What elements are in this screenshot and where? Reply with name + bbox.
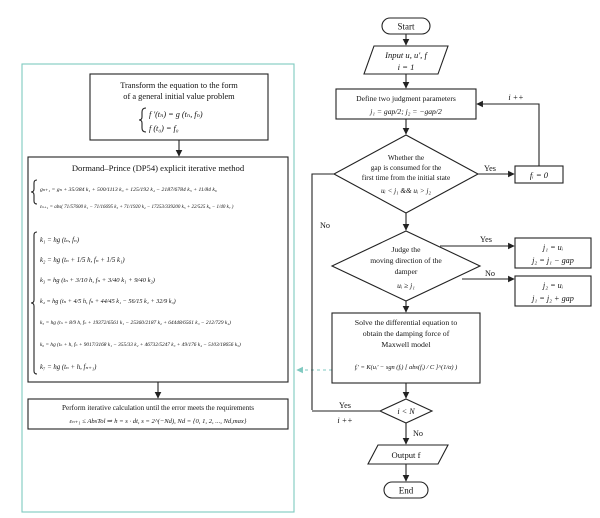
dp54-title: Dormand–Prince (DP54) explicit iterative…	[72, 163, 245, 173]
transform-line-1: Transform the equation to the form	[120, 81, 238, 90]
define-line-2: j₁ = gap/2; j₂ = −gap/2	[369, 107, 442, 116]
update-yes-line-1: j₁ = uᵢ	[542, 243, 563, 252]
f-zero-label: fᵢ = 0	[530, 170, 549, 180]
perform-text: Perform iterative calculation until the …	[62, 404, 254, 412]
input-line-2: i = 1	[398, 62, 415, 72]
k-equation-1: k₁ = hg (tₙ, fₙ)	[40, 237, 80, 244]
k-equation-6: k₆ = hg (tₙ + h, fₙ + 9017/3168 k₁ − 355…	[40, 341, 241, 348]
solve-line-2: obtain the damping force of	[363, 329, 450, 338]
judge-line-4: uᵢ ≥ j₁	[397, 281, 415, 290]
k-equation-2: k₂ = hg (tₙ + 1/5 h, fₙ + 1/5 k₁)	[40, 257, 125, 264]
perform-equation: εₙ₊₁ ≤ AbsTol ⇒ h = s · dt, s = 2^(−Nd),…	[69, 418, 246, 425]
start-label: Start	[398, 22, 415, 32]
whether-line-2: gap is consumed for the	[371, 163, 442, 172]
output-label: Output f	[392, 450, 421, 460]
arrow-f0-loop	[476, 100, 540, 166]
solve-line-3: Maxwell model	[381, 340, 431, 349]
update-no-line-1: j₂ = uᵢ	[542, 281, 563, 290]
end-terminal	[383, 481, 429, 499]
cond-label: i < N	[397, 407, 415, 416]
g-e-brace	[30, 179, 38, 205]
yes-label-1: Yes	[484, 164, 496, 173]
direction-diamond	[330, 230, 482, 302]
update-yes-line-2: j₂ = j₁ − gap	[531, 256, 574, 265]
k-brace	[30, 231, 38, 375]
no-label-1: No	[320, 221, 330, 230]
no-label-3: No	[413, 429, 423, 438]
output-parallelogram	[367, 444, 449, 465]
judge-line-1: Judge the	[392, 245, 422, 254]
k-equations: k₁ = hg (tₙ, fₙ) k₂ = hg (tₙ + 1/5 h, fₙ …	[40, 237, 241, 371]
g-equation: gₙ₊₁ = gₙ + 35/384 k₁ + 500/1113 k₃ + 12…	[40, 187, 217, 193]
e-equation: εₙ₊₁ = abs( 71/57600 k₁ − 71/16695 k₃ + …	[40, 205, 234, 210]
end-label: End	[399, 486, 414, 496]
judge-line-3: damper	[395, 267, 418, 276]
transform-box	[89, 73, 269, 141]
dp54-box	[27, 156, 289, 383]
no-path-whether	[311, 173, 334, 410]
yes-label-2: Yes	[480, 235, 492, 244]
input-parallelogram	[363, 45, 449, 75]
solve-line-1: Solve the differential equation to	[355, 318, 458, 327]
perform-box	[27, 398, 289, 430]
transform-line-2: of a general initial value problem	[123, 92, 235, 101]
ivp-line-2: f (t₀) = f₀	[149, 124, 179, 133]
inc-label-1: i ++	[508, 93, 523, 102]
update-no-box	[514, 275, 592, 307]
define-line-1: Define two judgment parameters	[356, 94, 456, 103]
whether-line-3: first time from the initial state	[362, 173, 451, 182]
whether-line-1: Whether the	[388, 153, 425, 162]
k-equation-7: k₇ = hg (tₙ + h, fₙ₊₁)	[40, 364, 97, 371]
k-equation-4: k₄ = hg (tₙ + 4/5 h, fₙ + 44/45 k₁ − 56/…	[40, 298, 176, 305]
ivp-brace	[138, 107, 147, 133]
inc-label-2: i ++	[337, 416, 352, 425]
solve-box	[331, 312, 481, 384]
ivp-line-1: f '(tₙ) = g (tₙ, fₙ)	[149, 110, 203, 119]
k-equation-5: k₅ = hg (tₙ + 8/9 h, fₙ + 19372/6561 k₁ …	[40, 319, 231, 326]
no-label-2: No	[485, 269, 495, 278]
whether-line-4: uᵢ < j₁ && uᵢ > j₂	[381, 187, 432, 195]
update-yes-box	[514, 237, 592, 269]
judge-line-2: moving direction of the	[370, 256, 442, 265]
input-line-1: Input u, u', f	[384, 50, 428, 60]
solve-equation: fᵢ' = K(uᵢ' − sgn (fᵢ) [ abs(fᵢ) / C ]^(…	[355, 364, 458, 371]
update-no-line-2: j₁ = j₂ + gap	[531, 294, 574, 303]
k-equation-3: k₃ = hg (tₙ + 3/10 h, fₙ + 3/40 k₁ + 9/4…	[40, 277, 155, 284]
yes-label-3: Yes	[339, 401, 351, 410]
